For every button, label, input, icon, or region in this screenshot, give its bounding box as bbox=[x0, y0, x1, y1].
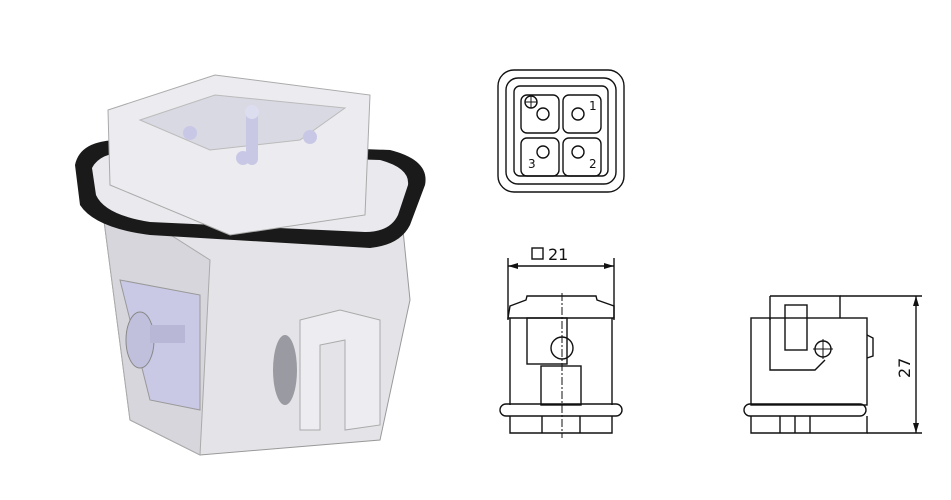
height-dimension-label: 27 bbox=[895, 358, 914, 378]
pin-label-1: 1 bbox=[589, 99, 597, 113]
width-dimension-label: 21 bbox=[548, 245, 568, 264]
ground-symbol-icon bbox=[524, 95, 538, 109]
end-view: 27 bbox=[743, 295, 922, 434]
ground-screw-icon bbox=[813, 339, 833, 359]
contact-pin bbox=[536, 107, 585, 159]
front-view: 1 2 3 bbox=[497, 69, 625, 193]
connector-3d-render bbox=[75, 74, 426, 456]
pin-label-2: 2 bbox=[589, 157, 597, 171]
pin-label-3: 3 bbox=[528, 157, 536, 171]
side-view: 21 bbox=[499, 245, 623, 438]
